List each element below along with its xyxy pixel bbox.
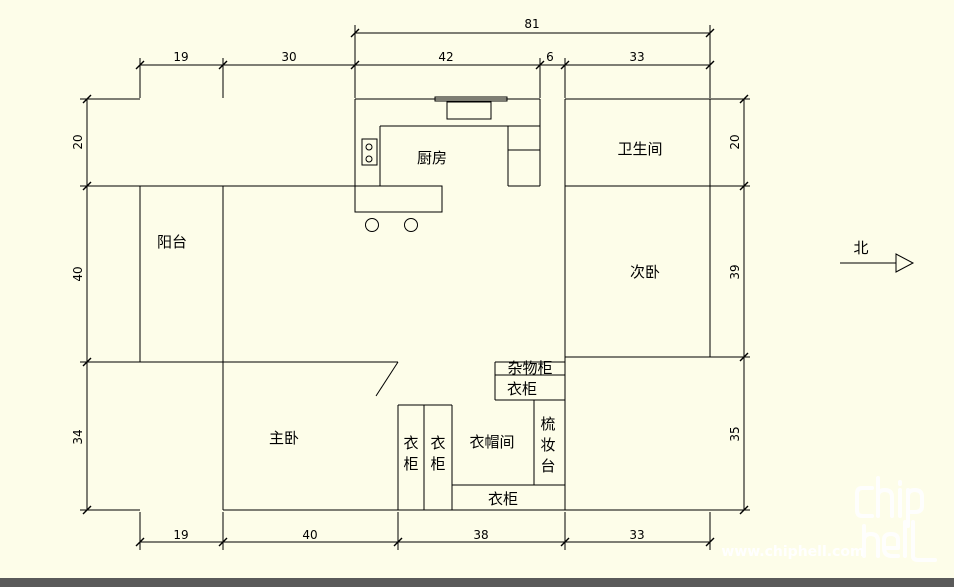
balcony	[139, 185, 355, 510]
label-dresser-1: 梳	[540, 415, 555, 433]
watermark: www.chiphell.com	[721, 476, 937, 562]
dim-bottom-3: 38	[473, 528, 488, 542]
dim-right-2: 39	[728, 264, 742, 279]
dim-top-3: 42	[438, 50, 453, 64]
room-labels: 厨房 卫生间 阳台 次卧 主卧 杂物柜 衣柜 衣 柜 衣 柜 衣帽间 梳 妆 台…	[157, 140, 663, 508]
kitchen	[354, 96, 541, 232]
bottom-dimensions: 19 40 38 33	[135, 512, 715, 550]
dim-top-overall: 81	[524, 17, 539, 31]
label-wardrobe-right-2: 柜	[430, 455, 445, 473]
dim-right-1: 20	[728, 134, 742, 149]
top-dimensions: 81 19 30 42 6 33	[135, 17, 715, 98]
label-master-bedroom: 主卧	[269, 429, 299, 447]
dim-top-2: 30	[281, 50, 296, 64]
bathroom	[564, 98, 711, 510]
label-wardrobe-bottom: 衣柜	[488, 490, 518, 508]
dim-top-1: 19	[173, 50, 188, 64]
dim-left-3: 34	[71, 429, 85, 444]
label-dresser-2: 妆	[540, 436, 555, 454]
watermark-url: www.chiphell.com	[721, 544, 864, 560]
walls	[139, 96, 711, 511]
left-dimensions: 20 40 34	[71, 94, 140, 515]
label-wardrobe-small: 衣柜	[507, 380, 537, 398]
dim-left-2: 40	[71, 266, 85, 281]
right-dimensions: 20 39 35	[565, 94, 750, 515]
master-bedroom	[223, 361, 565, 511]
label-storage-cabinet: 杂物柜	[507, 359, 552, 377]
bottom-bar	[0, 578, 954, 587]
dim-top-4: 6	[546, 50, 554, 64]
label-second-bedroom: 次卧	[630, 263, 660, 281]
closets	[397, 361, 565, 510]
north-arrow: 北	[840, 239, 915, 273]
dim-left-1: 20	[71, 134, 85, 149]
north-label: 北	[853, 239, 868, 257]
label-wardrobe-left-1: 衣	[403, 434, 418, 452]
dim-top-5: 33	[629, 50, 644, 64]
dim-bottom-2: 40	[302, 528, 317, 542]
chiphell-logo-icon	[855, 476, 937, 562]
label-wardrobe-left-2: 柜	[403, 455, 418, 473]
label-kitchen: 厨房	[417, 149, 447, 167]
dim-right-3: 35	[728, 426, 742, 441]
label-dresser-3: 台	[540, 457, 555, 475]
label-balcony: 阳台	[157, 233, 187, 251]
label-bathroom: 卫生间	[617, 140, 662, 158]
dim-bottom-1: 19	[173, 528, 188, 542]
label-cloakroom: 衣帽间	[469, 433, 514, 451]
label-wardrobe-right-1: 衣	[430, 434, 445, 452]
dim-bottom-4: 33	[629, 528, 644, 542]
north-arrow-icon	[895, 253, 915, 273]
